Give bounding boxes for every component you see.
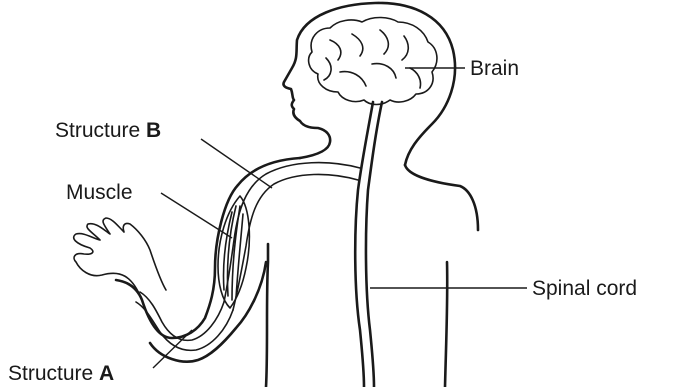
brain-label: Brain (470, 57, 519, 80)
structure-b-leader (201, 139, 272, 188)
structure-a-prefix: Structure (8, 362, 93, 385)
structure-b-nerve (224, 163, 360, 302)
brain-folds (324, 30, 421, 88)
structure-b-prefix: Structure (55, 119, 140, 142)
structure-b-nerve-inner (233, 174, 358, 310)
structure-b-letter: B (146, 119, 161, 142)
head-outline (283, 3, 455, 165)
structure-a-label: Structure A (8, 362, 114, 385)
spinal-cord-inner (366, 102, 382, 387)
muscle-leader (161, 193, 232, 238)
muscle-label: Muscle (66, 181, 133, 204)
hand-outline (74, 218, 166, 300)
right-side-line (445, 262, 447, 387)
structure-a-letter: A (99, 362, 114, 385)
structure-b-label: Structure B (55, 119, 161, 142)
spinal-cord-label: Spinal cord (532, 277, 637, 300)
